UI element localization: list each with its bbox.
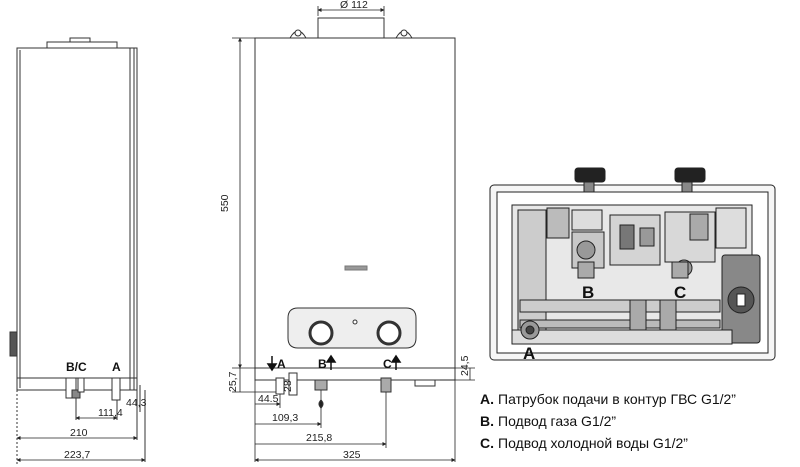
- front-dimensions: [232, 6, 475, 462]
- front-dim-flue: Ø 112: [340, 0, 368, 11]
- side-dim-223-7: 223,7: [64, 449, 90, 461]
- internal-label-b: B: [582, 283, 594, 302]
- front-conn-b: B: [318, 357, 327, 371]
- side-dimensions: [16, 416, 146, 462]
- front-dim-height: 550: [219, 194, 231, 212]
- front-view: [254, 17, 456, 409]
- front-dim-109-3: 109,3: [272, 412, 298, 424]
- legend-text: Подвод газа G1/2”: [498, 413, 617, 429]
- front-dim-44-5: 44.5: [258, 393, 279, 405]
- side-dim-44-3: 44,3: [126, 397, 147, 409]
- side-dim-111-4: 111,4: [98, 407, 123, 419]
- side-label-bc: B/C: [66, 360, 87, 374]
- internal-label-c: C: [674, 283, 686, 302]
- legend-key: A.: [480, 391, 494, 407]
- front-connection-arrows: [266, 354, 402, 372]
- front-conn-c: C: [383, 357, 392, 371]
- side-view: [9, 37, 146, 464]
- legend-key: C.: [480, 435, 494, 451]
- connection-legend: A.Патрубок подачи в контур ГВС G1/2” B.П…: [480, 388, 798, 454]
- front-conn-a: A: [277, 357, 286, 371]
- side-label-a: A: [112, 360, 121, 374]
- legend-key: B.: [480, 413, 494, 429]
- legend-item-c: C.Подвод холодной воды G1/2”: [480, 432, 798, 454]
- front-dim-28: 28: [282, 380, 294, 392]
- side-dim-210: 210: [70, 427, 88, 439]
- front-dim-215-8: 215,8: [306, 432, 332, 444]
- front-dim-25-7: 25,7: [227, 371, 239, 392]
- internal-label-a: A: [523, 344, 535, 363]
- legend-text: Подвод холодной воды G1/2”: [498, 435, 688, 451]
- front-dim-24-5: 24,5: [459, 355, 471, 376]
- front-dim-325: 325: [343, 449, 361, 461]
- legend-item-a: A.Патрубок подачи в контур ГВС G1/2”: [480, 388, 798, 410]
- legend-text: Патрубок подачи в контур ГВС G1/2”: [498, 391, 736, 407]
- legend-item-b: B.Подвод газа G1/2”: [480, 410, 798, 432]
- internal-view: [489, 167, 776, 361]
